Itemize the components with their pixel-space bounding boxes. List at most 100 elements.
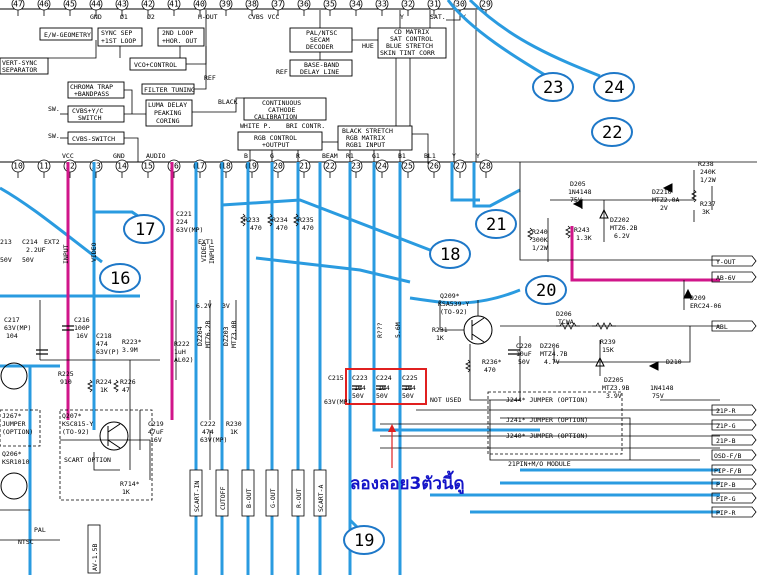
svg-text:EXT1: EXT1 [198,238,214,246]
svg-text:VERT-SYNC: VERT-SYNC [2,59,37,67]
svg-text:104: 104 [378,384,390,392]
svg-text:JUMPER: JUMPER [2,420,26,428]
svg-text:BLACK STRETCH: BLACK STRETCH [342,127,393,135]
svg-text:R238: R238 [698,160,714,168]
ic-pin-number: 33 [377,0,387,9]
ic-pin-circle [115,0,129,11]
top-signal-gnd: GND [90,13,102,21]
svg-text:Q206*: Q206* [2,450,22,458]
svg-text:MTZ6.2B: MTZ6.2B [610,224,637,232]
port-pip-g: PIP-G [716,495,736,503]
svg-text:AUDIO: AUDIO [146,152,166,160]
svg-text:PAL: PAL [34,526,46,534]
block-rgb-control [237,131,323,151]
svg-text:SEPARATOR: SEPARATOR [2,66,37,74]
ic-pin-number: 44 [91,0,101,9]
callout-24: 24 [593,72,635,102]
ic-pin-number: 42 [143,0,153,9]
svg-text:DZ205: DZ205 [604,376,624,384]
ic-pin-circle [401,159,415,173]
svg-text:16: 16 [110,269,130,289]
svg-text:5.6M: 5.6M [394,322,402,338]
svg-text:GND: GND [113,152,125,160]
svg-text:C215: C215 [328,374,344,382]
svg-text:1K: 1K [122,488,130,496]
ic-pin-number: 40 [195,0,205,9]
svg-text:63V(MP): 63V(MP) [176,226,203,234]
svg-text:300K: 300K [532,236,548,244]
ic-pin-number: 29 [481,0,491,9]
svg-text:WHITE P.: WHITE P. [240,122,271,130]
ic-pin-circle [11,159,25,173]
svg-text:B: B [244,152,248,160]
svg-text:SWITCH: SWITCH [78,114,102,122]
callout-22: 22 [591,117,633,147]
svg-text:G1: G1 [372,152,380,160]
svg-text:RGB CONTROL: RGB CONTROL [254,134,297,142]
svg-text:DZ202: DZ202 [610,216,630,224]
svg-text:Y: Y [476,152,480,160]
highlight-box [345,368,427,405]
port-21p-r: 21P-R [716,407,736,415]
svg-text:50V: 50V [22,256,34,264]
svg-text:2ND LOOP: 2ND LOOP [162,29,193,37]
svg-text:63V(MP): 63V(MP) [324,398,351,406]
svg-text:104: 104 [354,384,366,392]
callout-18: 18 [429,239,471,269]
ic-pin-number: 20 [273,162,283,171]
svg-text:Q207*: Q207* [62,412,82,420]
svg-text:R236*: R236* [482,358,502,366]
ic-pin-circle [193,0,207,11]
ic-pin-number: 28 [481,162,491,171]
port-pip-r: PIP-R [716,509,736,517]
svg-text:R233: R233 [244,216,260,224]
svg-text:REF: REF [204,74,216,82]
svg-text:R231: R231 [432,326,448,334]
svg-text:R224: R224 [96,378,112,386]
ic-pin-number: 21 [299,162,309,171]
svg-text:240K: 240K [700,168,716,176]
svg-text:B1: B1 [398,152,406,160]
svg-text:50V: 50V [518,358,530,366]
svg-text:+1ST LOOP: +1ST LOOP [101,37,136,45]
svg-text:Q209*: Q209* [440,292,460,300]
svg-text:R714*: R714* [120,480,140,488]
block-cd-matrix [377,27,447,59]
ic-pin-circle [37,159,51,173]
svg-text:470: 470 [302,224,314,232]
ic-pin-circle [271,0,285,11]
svg-text:DZ203: DZ203 [222,326,230,346]
svg-text:910: 910 [60,378,72,386]
ic-pin-number: 37 [273,0,283,9]
svg-text:75V: 75V [652,392,664,400]
svg-text:SW.: SW. [48,132,60,140]
svg-text:REF: REF [276,68,288,76]
svg-text:63V(MP): 63V(MP) [200,436,227,444]
svg-text:SYNC SEP: SYNC SEP [101,29,132,37]
svg-text:16V: 16V [150,436,162,444]
ic-pin-circle [167,0,181,11]
svg-text:C218: C218 [96,332,112,340]
svg-text:BLUE STRETCH: BLUE STRETCH [386,42,433,50]
svg-text:75V: 75V [570,196,582,204]
svg-text:ERC24-06: ERC24-06 [690,302,721,310]
svg-text:C220: C220 [516,342,532,350]
svg-text:15K: 15K [602,346,614,354]
ic-pin-circle [219,0,233,11]
svg-text:(OPTION): (OPTION) [2,428,33,436]
right-ports: Y-OUT AB-6V ABL 21P-R 21P-G 21P-B OSD-F/… [711,255,757,518]
ic-pin-number: 41 [169,0,179,9]
blue-wires [0,0,720,575]
svg-text:R240: R240 [532,228,548,236]
svg-text:PAL/NTSC: PAL/NTSC [306,29,337,37]
svg-text:SCART-IN: SCART-IN [193,481,201,512]
svg-text:VCC: VCC [62,152,74,160]
c225-label: C225 [402,374,418,382]
svg-text:50V: 50V [0,256,12,264]
svg-text:23: 23 [543,78,563,98]
ic-pin-circle [89,0,103,11]
svg-text:AV-1.5B: AV-1.5B [91,544,99,571]
svg-text:C217: C217 [4,316,20,324]
